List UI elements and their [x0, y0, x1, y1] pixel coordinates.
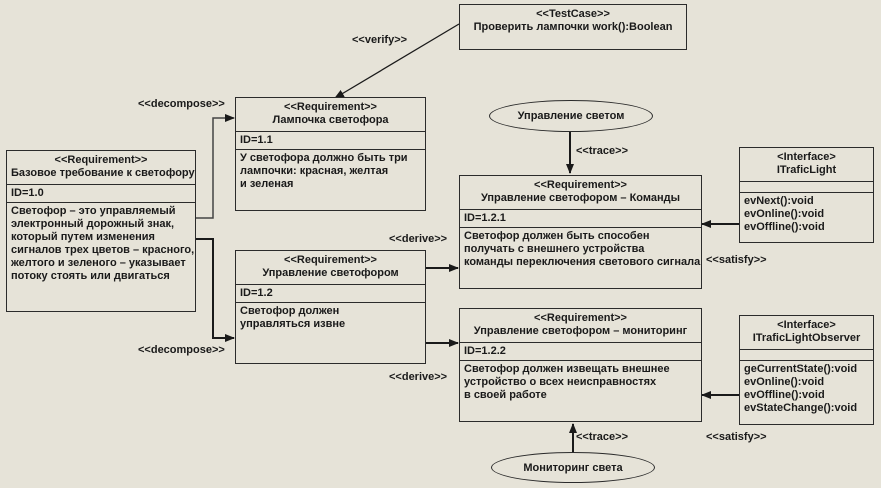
interface-methods: geCurrentState():void evOnline():void ev…	[740, 360, 873, 417]
requirement-text-line: устройство о всех неисправностях	[464, 376, 657, 388]
requirement-text-line: Светофор должен быть способен	[464, 230, 650, 242]
requirement-text-line: потоку стоять или двигаться	[11, 270, 170, 282]
requirement-text-line: Светофор – это управляемый	[11, 205, 176, 217]
requirement-text-line: который путем изменения	[11, 231, 155, 243]
requirement-text-line: У светофора должно быть три	[240, 152, 408, 164]
interface-stereotype: <Interface>	[777, 151, 836, 163]
requirement-id: ID=1.2.1	[460, 209, 701, 227]
requirement-name: Управление светофором – мониторинг	[473, 325, 688, 337]
requirement-text-line: Светофор должен извещать внешнее	[464, 363, 670, 375]
testcase-name: Проверить лампочки work():Boolean	[473, 21, 673, 33]
derive-label-bottom: <<derive>>	[389, 371, 448, 383]
interface-method: evStateChange():void	[744, 402, 858, 414]
requirement-id: ID=1.1	[236, 131, 425, 149]
interface-stereotype: <Interface>	[777, 319, 836, 331]
requirement-name: Управление светофором	[262, 267, 399, 279]
interface-name: ITraficLightObserver	[752, 332, 861, 344]
requirement-name: Управление светофором – Команды	[480, 192, 680, 204]
interface-name: ITraficLight	[776, 164, 837, 176]
requirement-stereotype: <<Requirement>>	[284, 101, 377, 113]
requirement-text: Светофор – это управляемый электронный д…	[7, 202, 195, 285]
decompose-label-bottom: <<decompose>>	[138, 344, 225, 356]
requirement-id: ID=1.0	[7, 184, 195, 202]
requirement-id-text: ID=1.1	[240, 134, 273, 146]
requirement-text-line: и зеленая	[240, 178, 294, 190]
requirement-text-line: желтого и зеленого – указывает	[11, 257, 186, 269]
requirement-box-1-2-2[interactable]: <<Requirement>> Управление светофором – …	[459, 308, 702, 422]
requirement-id-text: ID=1.2.1	[464, 212, 506, 224]
usecase-light-monitoring[interactable]: Мониторинг света	[491, 452, 655, 483]
requirement-name: Лампочка светофора	[272, 114, 389, 126]
trace-label-top: <<trace>>	[576, 145, 628, 157]
requirement-text-line: Светофор должен	[240, 305, 340, 317]
satisfy-label-bottom: <<satisfy>>	[706, 431, 767, 443]
interface-method: evOffline():void	[744, 221, 825, 233]
interface-box-itraficlightobserver[interactable]: <Interface> ITraficLightObserver geCurre…	[739, 315, 874, 425]
requirement-text-line: электронный дорожный знак,	[11, 218, 175, 230]
requirement-text-line: сигналов трех цветов – красного,	[11, 244, 195, 256]
derive-label-top: <<derive>>	[389, 233, 448, 245]
usecase-label: Управление светом	[517, 110, 625, 122]
decompose-connector-top	[196, 114, 235, 219]
interface-method: geCurrentState():void	[744, 363, 858, 375]
verify-label: <<verify>>	[352, 34, 408, 46]
interface-method: evOnline():void	[744, 208, 825, 220]
interface-attributes	[740, 349, 873, 360]
satisfy-label-top: <<satisfy>>	[706, 254, 767, 266]
interface-methods: evNext():void evOnline():void evOffline(…	[740, 192, 873, 236]
requirement-text-line: команды переключения светового сигнала	[464, 256, 701, 268]
requirement-id-text: ID=1.2.2	[464, 345, 506, 357]
requirement-text-line: лампочки: красная, желтая	[240, 165, 389, 177]
requirement-id: ID=1.2	[236, 284, 425, 302]
interface-method: evOffline():void	[744, 389, 825, 401]
usecase-light-control[interactable]: Управление светом	[489, 100, 653, 132]
requirement-id-text: ID=1.2	[240, 287, 273, 299]
requirement-stereotype: <<Requirement>>	[534, 179, 627, 191]
requirement-stereotype: <<Requirement>>	[534, 312, 627, 324]
interface-box-itraficlight[interactable]: <Interface> ITraficLight evNext():void e…	[739, 147, 874, 243]
requirement-text: Светофор должен извещать внешнее устройс…	[460, 360, 701, 404]
testcase-box[interactable]: <<TestCase>> Проверить лампочки work():B…	[459, 4, 687, 50]
decompose-connector-bottom	[196, 238, 235, 342]
requirement-text: Светофор должен быть способен получать с…	[460, 227, 701, 271]
interface-method: evNext():void	[744, 195, 814, 207]
interface-method: evOnline():void	[744, 376, 825, 388]
decompose-label-top: <<decompose>>	[138, 98, 225, 110]
interface-attributes	[740, 181, 873, 192]
requirement-box-1-2-1[interactable]: <<Requirement>> Управление светофором – …	[459, 175, 702, 289]
requirement-text-line: управляться извне	[240, 318, 346, 330]
requirement-box-1-0[interactable]: <<Requirement>> Базовое требование к све…	[6, 150, 196, 312]
requirement-box-1-1[interactable]: <<Requirement>> Лампочка светофора ID=1.…	[235, 97, 426, 211]
requirement-stereotype: <<Requirement>>	[54, 154, 148, 166]
requirement-box-1-2[interactable]: <<Requirement>> Управление светофором ID…	[235, 250, 426, 364]
requirement-text: У светофора должно быть три лампочки: кр…	[236, 149, 425, 193]
requirement-id-text: ID=1.0	[11, 187, 44, 199]
requirement-name: Базовое требование к светофору	[11, 167, 195, 179]
testcase-stereotype: <<TestCase>>	[536, 8, 610, 20]
requirement-id: ID=1.2.2	[460, 342, 701, 360]
requirement-stereotype: <<Requirement>>	[284, 254, 377, 266]
usecase-label: Мониторинг света	[523, 461, 623, 474]
trace-label-bottom: <<trace>>	[576, 431, 628, 443]
requirement-text-line: в своей работе	[464, 389, 547, 401]
requirement-text: Светофор должен управляться извне	[236, 302, 425, 333]
requirement-text-line: получать с внешнего устройства	[464, 243, 645, 255]
